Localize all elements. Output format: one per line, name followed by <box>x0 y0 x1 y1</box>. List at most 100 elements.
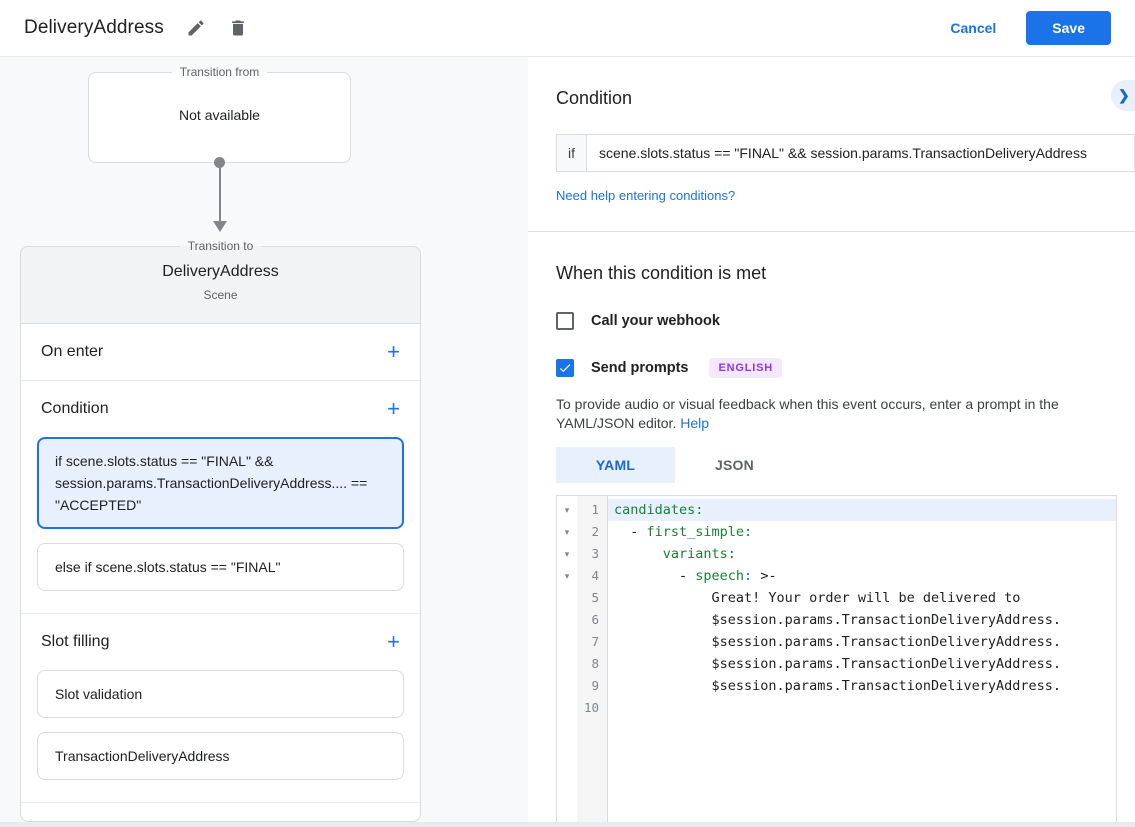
plus-icon: + <box>387 339 400 364</box>
line-number: 2 <box>577 521 607 543</box>
line-number: 8 <box>577 653 607 675</box>
send-prompts-checkbox[interactable] <box>556 359 574 377</box>
editor-line[interactable]: ▾4 - speech: >- <box>557 565 1116 587</box>
code-line: $session.params.TransactionDeliveryAddre… <box>607 653 1116 675</box>
condition-item[interactable]: else if scene.slots.status == "FINAL" <box>37 543 404 591</box>
transition-to-card: Transition to DeliveryAddress Scene On e… <box>20 239 421 822</box>
editor-line[interactable]: ▾3 variants: <box>557 543 1116 565</box>
code-line: Great! Your order will be delivered to <box>607 587 1116 609</box>
trash-icon <box>228 18 248 38</box>
save-button[interactable]: Save <box>1026 11 1111 45</box>
fold-arrow-icon[interactable]: ▾ <box>557 543 577 565</box>
pencil-icon <box>186 18 206 38</box>
scene-card-subtitle: Scene <box>21 288 420 302</box>
scene-title: DeliveryAddress <box>24 17 164 39</box>
scene-flow-pane: Transition from Not available Transition… <box>0 57 528 827</box>
fold-spacer <box>557 653 577 675</box>
code-line: $session.params.TransactionDeliveryAddre… <box>607 675 1116 697</box>
add-slot-button[interactable]: + <box>387 632 400 652</box>
prompt-hint-text: To provide audio or visual feedback when… <box>556 395 1128 433</box>
if-prefix: if <box>556 134 586 172</box>
condition-item-selected[interactable]: if scene.slots.status == "FINAL" && sess… <box>37 437 404 529</box>
fold-spacer <box>557 609 577 631</box>
add-on-enter-button[interactable]: + <box>387 342 400 362</box>
editor-line[interactable]: ▾1candidates: <box>557 499 1116 521</box>
editor-line[interactable]: 7 $session.params.TransactionDeliveryAdd… <box>557 631 1116 653</box>
on-enter-section: On enter + <box>21 324 420 381</box>
line-number: 6 <box>577 609 607 631</box>
slot-filling-header-row[interactable]: Slot filling + <box>21 614 420 670</box>
line-number: 3 <box>577 543 607 565</box>
language-badge: ENGLISH <box>709 358 782 378</box>
webhook-row: Call your webhook <box>556 312 1135 330</box>
fold-spacer <box>557 697 577 719</box>
tab-json[interactable]: JSON <box>675 447 794 483</box>
on-enter-row[interactable]: On enter + <box>21 324 420 380</box>
connector-line <box>219 167 221 222</box>
top-bar: DeliveryAddress Cancel Save <box>0 0 1135 57</box>
fold-spacer <box>557 675 577 697</box>
transition-from-value: Not available <box>89 79 350 123</box>
section-padding <box>21 794 420 802</box>
code-line: $session.params.TransactionDeliveryAddre… <box>607 631 1116 653</box>
condition-expression-row: if <box>556 134 1135 172</box>
condition-section: Condition + if scene.slots.status == "FI… <box>21 381 420 614</box>
scene-card-body: On enter + Condition + if scene.slots.st… <box>21 324 420 822</box>
slot-item-transaction-delivery-address[interactable]: TransactionDeliveryAddress <box>37 732 404 780</box>
fold-arrow-icon[interactable]: ▾ <box>557 499 577 521</box>
code-line: - speech: >- <box>607 565 1116 587</box>
code-line: $session.params.TransactionDeliveryAddre… <box>607 609 1116 631</box>
cancel-button[interactable]: Cancel <box>950 20 996 36</box>
fold-arrow-icon[interactable]: ▾ <box>557 565 577 587</box>
hint-text: To provide audio or visual feedback when… <box>556 396 1059 431</box>
condition-detail-pane: ❯ Condition if Need help entering condit… <box>528 57 1135 827</box>
slot-filling-section: Slot filling + Slot validation Transacti… <box>21 614 420 803</box>
code-line <box>607 697 1116 719</box>
transition-from-box: Transition from Not available <box>88 65 351 163</box>
help-link[interactable]: Help <box>680 415 709 431</box>
line-number: 7 <box>577 631 607 653</box>
slot-filling-label: Slot filling <box>41 633 109 651</box>
condition-expression-input[interactable] <box>586 134 1135 172</box>
line-number: 1 <box>577 499 607 521</box>
editor-line[interactable]: 8 $session.params.TransactionDeliveryAdd… <box>557 653 1116 675</box>
delete-scene-button[interactable] <box>228 18 248 38</box>
condition-section-label: Condition <box>41 400 109 418</box>
custom-intent-row[interactable]: Custom intent handling + <box>21 803 420 822</box>
when-condition-title: When this condition is met <box>556 263 1135 284</box>
custom-intent-section: Custom intent handling + <box>21 803 420 822</box>
horizontal-scrollbar[interactable] <box>0 822 1135 827</box>
call-webhook-checkbox[interactable] <box>556 312 574 330</box>
checkmark-icon <box>558 361 572 375</box>
yaml-editor[interactable]: ▾1candidates:▾2 - first_simple:▾3 varian… <box>556 495 1117 827</box>
conditions-help-link[interactable]: Need help entering conditions? <box>556 188 735 203</box>
transition-from-label: Transition from <box>172 65 268 79</box>
send-prompts-label: Send prompts <box>591 360 688 376</box>
chevron-right-icon: ❯ <box>1118 87 1130 103</box>
add-condition-button[interactable]: + <box>387 399 400 419</box>
line-number: 10 <box>577 697 607 719</box>
code-line: candidates: <box>607 499 1116 521</box>
collapse-panel-button[interactable]: ❯ <box>1111 80 1135 111</box>
editor-tabs: YAML JSON <box>556 447 1135 483</box>
panel-title: Condition <box>556 88 1135 109</box>
scene-card-header: DeliveryAddress Scene <box>21 253 420 324</box>
send-prompts-row: Send prompts ENGLISH <box>556 358 1135 378</box>
yaml-editor-lines: ▾1candidates:▾2 - first_simple:▾3 varian… <box>557 499 1116 719</box>
slot-item-validation[interactable]: Slot validation <box>37 670 404 718</box>
editor-line[interactable]: 6 $session.params.TransactionDeliveryAdd… <box>557 609 1116 631</box>
line-number: 4 <box>577 565 607 587</box>
editor-line[interactable]: 5 Great! Your order will be delivered to <box>557 587 1116 609</box>
fold-arrow-icon[interactable]: ▾ <box>557 521 577 543</box>
editor-line[interactable]: 9 $session.params.TransactionDeliveryAdd… <box>557 675 1116 697</box>
section-divider <box>528 231 1135 232</box>
condition-header-row[interactable]: Condition + <box>21 381 420 437</box>
tab-yaml[interactable]: YAML <box>556 447 675 483</box>
line-number: 9 <box>577 675 607 697</box>
code-line: - first_simple: <box>607 521 1116 543</box>
section-padding <box>21 605 420 613</box>
editor-line[interactable]: ▾2 - first_simple: <box>557 521 1116 543</box>
editor-line[interactable]: 10 <box>557 697 1116 719</box>
edit-title-button[interactable] <box>186 18 206 38</box>
scene-card-title: DeliveryAddress <box>21 263 420 281</box>
